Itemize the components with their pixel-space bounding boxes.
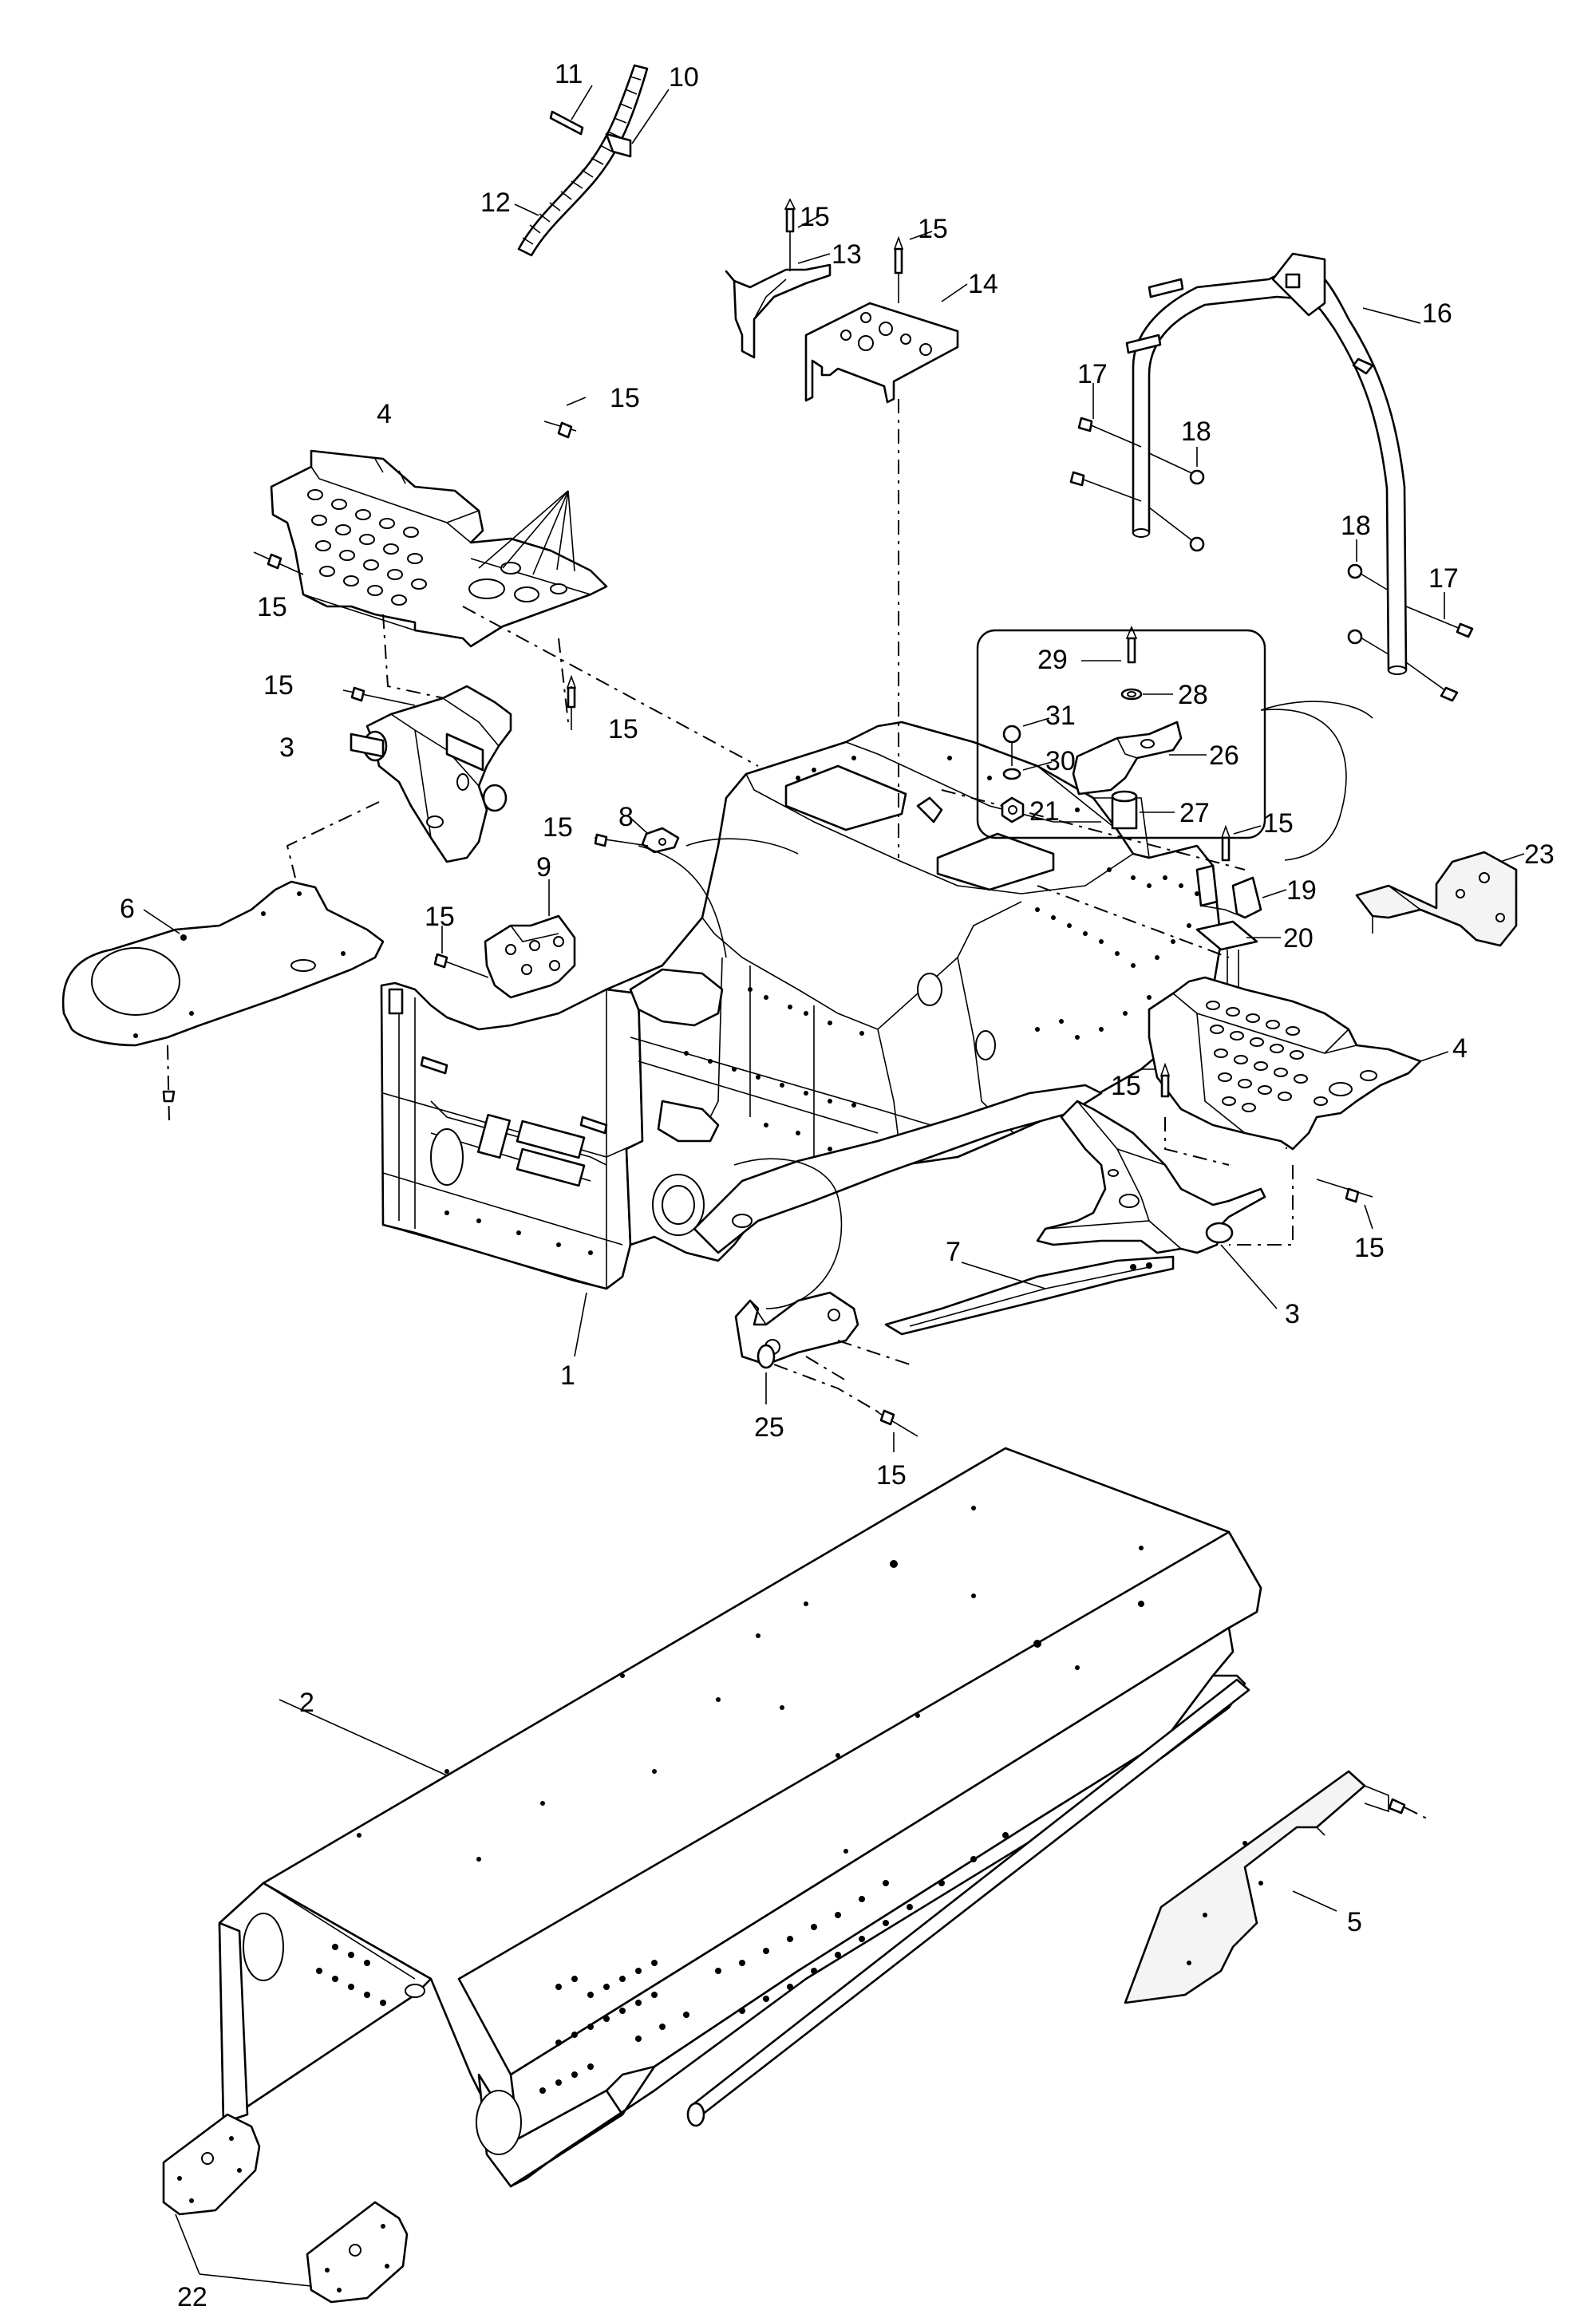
part-18-nut-right [1347, 539, 1389, 655]
label-22: 22 [177, 2282, 207, 2312]
part-3-bracket-left [350, 685, 512, 863]
fastener-15-top-left [543, 397, 587, 439]
label-7: 7 [946, 1237, 961, 1267]
label-5: 5 [1347, 1907, 1362, 1937]
part-6-shield [61, 880, 385, 1047]
part-12-wire-loom [517, 64, 649, 257]
label-18-a: 18 [1181, 417, 1211, 447]
part-26-pad [1072, 721, 1207, 796]
label-10: 10 [669, 62, 699, 93]
label-19: 19 [1286, 875, 1317, 906]
part-11-tie [549, 110, 584, 136]
fastener-15-footrest-right-left [1159, 1062, 1171, 1098]
part-31-screw [1002, 717, 1050, 766]
label-15-g: 15 [1263, 808, 1294, 839]
label-15-h: 15 [1111, 1071, 1141, 1101]
fastener-6-bottom [162, 1090, 176, 1103]
label-31: 31 [1045, 701, 1076, 731]
label-15-e: 15 [263, 670, 294, 701]
detail-box [976, 625, 1266, 839]
fastener-15-bracket19 [1220, 824, 1262, 862]
part-14-plate [804, 235, 959, 404]
label-1: 1 [560, 1360, 575, 1391]
label-15-f: 15 [608, 714, 638, 744]
label-4-b: 4 [1452, 1033, 1468, 1064]
label-18-b: 18 [1341, 511, 1371, 541]
part-4-footrest-right [1148, 976, 1422, 1151]
part-21-nut [1001, 796, 1025, 823]
part-9-plate [484, 914, 576, 999]
part-27-spacer [1111, 790, 1175, 830]
part-30-washer [1002, 761, 1053, 780]
part-1-main-frame [380, 721, 1223, 1290]
fastener-15-plate9 [433, 926, 489, 978]
label-15-d: 15 [257, 592, 287, 622]
part-22-plate-lower [306, 2201, 409, 2304]
label-25: 25 [754, 1412, 784, 1443]
fastener-15-left-foot [253, 551, 304, 575]
label-11: 11 [555, 59, 583, 89]
label-3-b: 3 [1285, 1299, 1300, 1329]
label-16: 16 [1422, 298, 1452, 329]
part-16-roll-bar [1125, 252, 1408, 675]
label-28: 28 [1178, 680, 1208, 710]
fastener-15-bracket3-right [566, 674, 577, 730]
label-15-i: 15 [1354, 1233, 1385, 1263]
label-4-a: 4 [377, 399, 392, 429]
label-15-j: 15 [543, 812, 573, 843]
label-15-c: 15 [610, 383, 640, 413]
fastener-15-footrest-right-bottom [1316, 1179, 1373, 1230]
fastener-15-part25 [877, 1409, 918, 1452]
label-9: 9 [536, 852, 551, 883]
part-22-plate-upper [162, 2113, 261, 2216]
part-7-rail [884, 1255, 1175, 1336]
label-27: 27 [1179, 798, 1210, 828]
label-14: 14 [968, 269, 998, 299]
part-3-bracket-right [1036, 1100, 1266, 1254]
label-12: 12 [480, 188, 511, 218]
callout-labels: 11 10 12 15 13 15 14 16 17 18 18 17 4 15… [120, 59, 1555, 2312]
label-3-a: 3 [279, 733, 294, 763]
label-15-l: 15 [876, 1460, 907, 1491]
part-4-footrest-left [270, 449, 608, 648]
part-29-bolt [1081, 625, 1138, 664]
label-6: 6 [120, 894, 135, 924]
label-15-b: 15 [918, 214, 948, 244]
label-17-b: 17 [1428, 563, 1459, 594]
label-8: 8 [618, 802, 634, 832]
label-15-k: 15 [425, 902, 455, 932]
label-26: 26 [1209, 740, 1239, 771]
label-15-a: 15 [800, 202, 830, 232]
label-20: 20 [1283, 923, 1314, 954]
part-17-bolt-left [1069, 383, 1142, 502]
label-29: 29 [1037, 645, 1068, 675]
label-13: 13 [832, 239, 862, 270]
part-5-panel [1124, 1770, 1429, 2004]
fastener-15-part8 [594, 833, 649, 847]
label-21: 21 [1029, 796, 1060, 827]
part-19-clip [1195, 864, 1287, 919]
fastener-15-bracket3-left [342, 686, 416, 706]
part-10-clip [605, 132, 632, 158]
part-28-washer [1120, 688, 1173, 701]
part-17-bolt-right [1405, 592, 1474, 702]
part-2-tunnel [218, 1447, 1262, 2188]
part-18-nut-left [1148, 447, 1205, 552]
label-23: 23 [1524, 839, 1555, 870]
part-13-bracket [725, 198, 832, 359]
part-25-mount [734, 1291, 859, 1369]
label-30: 30 [1045, 746, 1076, 776]
part-23-bracket [1355, 851, 1525, 947]
part-8-small-bracket [641, 827, 680, 854]
label-17-a: 17 [1077, 359, 1108, 389]
label-2: 2 [299, 1688, 314, 1718]
